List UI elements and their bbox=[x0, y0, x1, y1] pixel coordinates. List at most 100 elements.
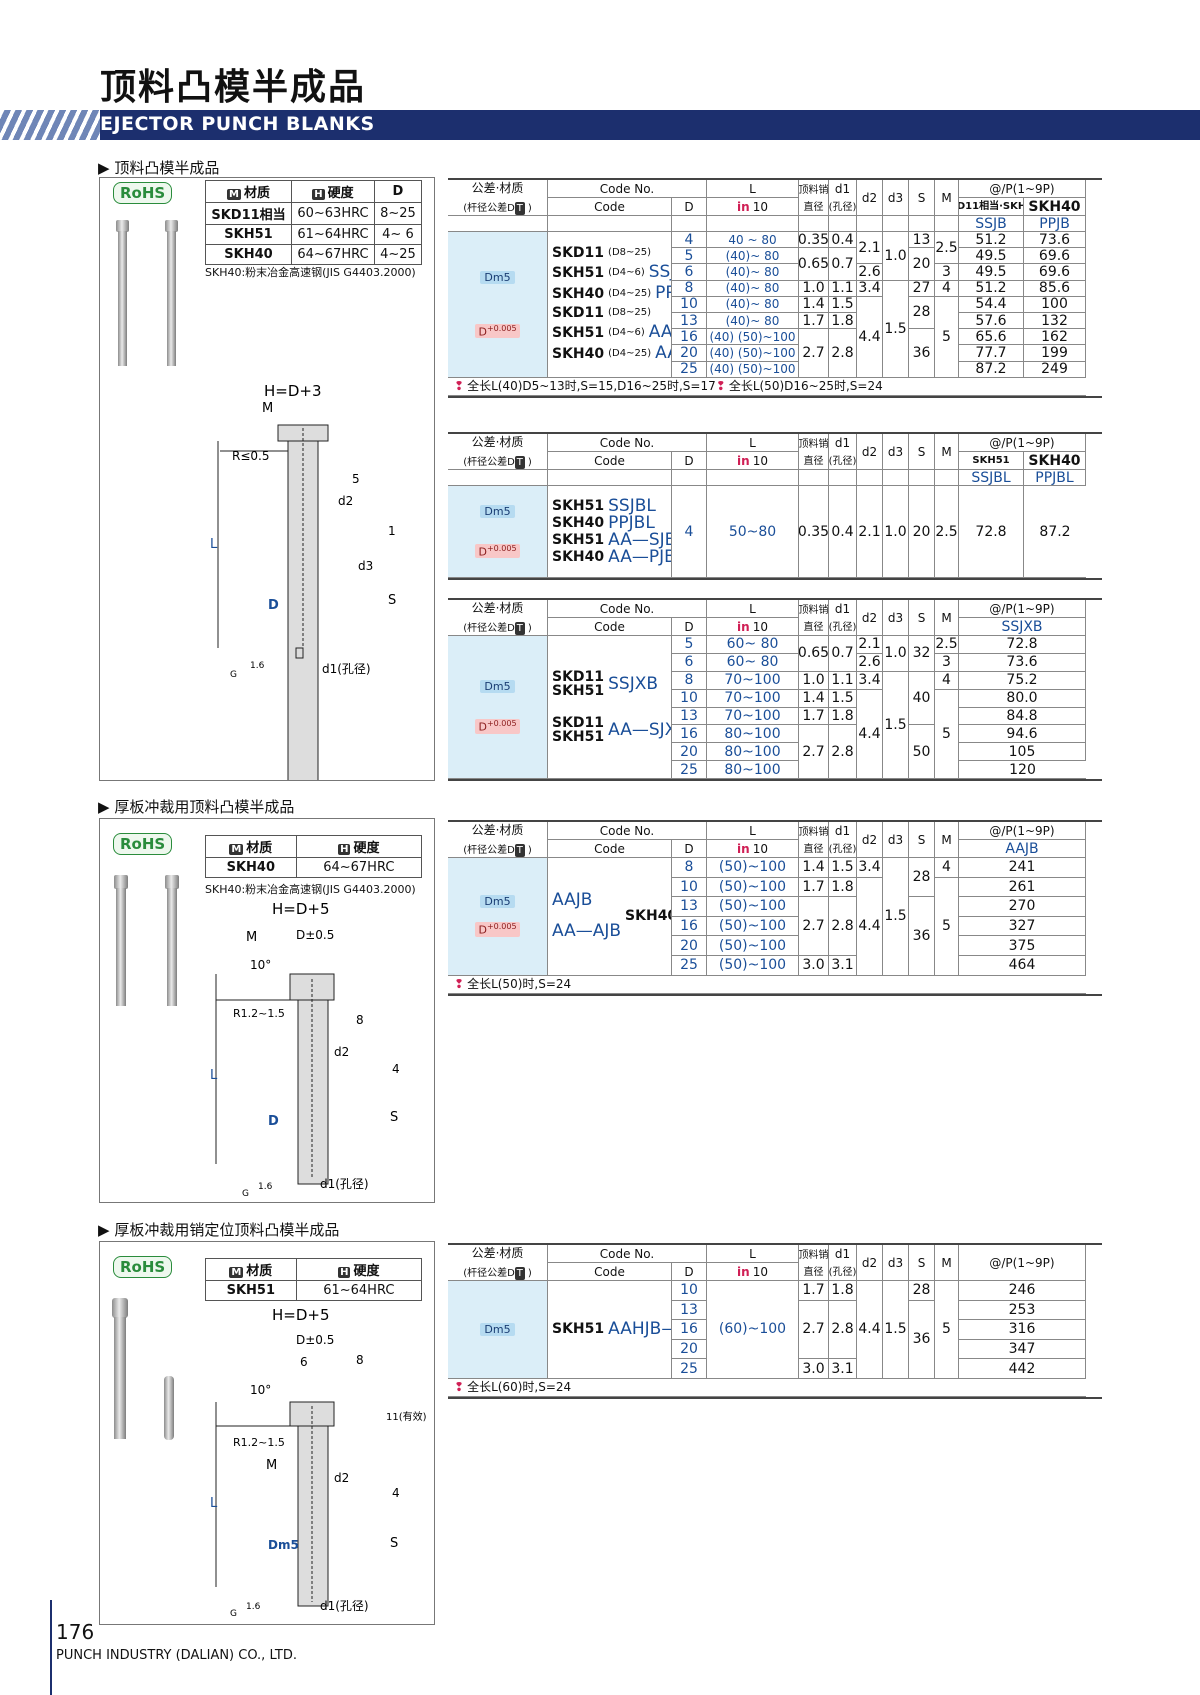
m-cell: 5 bbox=[935, 1281, 959, 1379]
price-cell: 49.5 bbox=[959, 248, 1024, 265]
dim-g: G bbox=[230, 670, 237, 680]
note-text: 全长L(40)D5~13时,S=15,D16~25时,S=17 bbox=[467, 379, 716, 394]
header-l-step: 10 bbox=[752, 1264, 768, 1279]
header-d2: d2 bbox=[857, 434, 883, 470]
l-cell: 60~ 80 bbox=[707, 653, 799, 672]
header-code: Code bbox=[548, 1263, 672, 1281]
ej-cell: 1.4 bbox=[799, 689, 829, 708]
price-cell: 246 bbox=[959, 1281, 1086, 1301]
dim-8: 8 bbox=[356, 1353, 364, 1367]
code-cell: SKH51SSJBLSKH40PPJBLSKH51AA—SJBLSKH40AA—… bbox=[548, 486, 672, 578]
header-d3: d3 bbox=[883, 1245, 909, 1281]
header-spacer bbox=[799, 216, 829, 232]
header-spacer bbox=[548, 216, 672, 232]
paren: ) bbox=[527, 844, 532, 856]
l-cell: (50)~100 bbox=[707, 955, 799, 976]
tol-d: D bbox=[478, 924, 487, 938]
header-m: M bbox=[935, 434, 959, 470]
header-spacer bbox=[857, 470, 883, 486]
header-d2: d2 bbox=[857, 600, 883, 636]
d1-cell: 1.1 bbox=[829, 280, 857, 297]
price-cell: 72.8 bbox=[959, 636, 1086, 654]
dim-dm5: Dm5 bbox=[268, 1538, 299, 1552]
header-s: S bbox=[909, 434, 935, 470]
ej-cell: 0.35 bbox=[799, 486, 829, 578]
ej-cell: 0.35 bbox=[799, 232, 829, 249]
ej-cell: 3.0 bbox=[799, 1359, 829, 1379]
price-cell: 105 bbox=[959, 743, 1086, 762]
rohs-badge: RoHS bbox=[113, 182, 173, 204]
l-cell: (50)~100 bbox=[707, 877, 799, 898]
header-ejector: 顶料销 bbox=[799, 1249, 829, 1261]
inch-icon: in bbox=[737, 619, 750, 634]
d-cell: 10 bbox=[672, 877, 707, 898]
product-code: AA—AJB bbox=[552, 921, 622, 942]
d3-cell: 1.5 bbox=[883, 1281, 909, 1379]
d1-cell: 1.8 bbox=[829, 877, 857, 898]
header-code-no: Code No. bbox=[548, 1245, 707, 1263]
header-ejector: 顶料销直径 bbox=[799, 1245, 829, 1281]
warning-icon: ❢ bbox=[454, 1380, 465, 1395]
d2-cell: 2.1 bbox=[857, 232, 883, 265]
price-cell: 57.6 bbox=[959, 312, 1024, 330]
d1-cell: 0.4 bbox=[829, 232, 857, 249]
header-tolerance: 公差·材质 bbox=[471, 435, 524, 450]
section3-title: 厚板冲裁用销定位顶料凸模半成品 bbox=[114, 1221, 340, 1239]
header-ejector: 顶料销 bbox=[799, 826, 829, 838]
header-ejector: 顶料销直径 bbox=[799, 180, 829, 216]
dim-r: R1.2~1.5 bbox=[233, 1007, 285, 1020]
l-cell: (40)~ 80 bbox=[707, 312, 799, 330]
d2-cell: 4.4 bbox=[857, 296, 883, 378]
mat-cell: 8~25 bbox=[373, 202, 423, 225]
price-cell: 73.6 bbox=[959, 653, 1086, 672]
header-spacer bbox=[883, 470, 909, 486]
dim-l: L bbox=[210, 1068, 218, 1083]
header-ejector: 顶料销直径 bbox=[799, 434, 829, 470]
d1-cell: 2.8 bbox=[829, 897, 857, 956]
d1-cell: 1.8 bbox=[829, 312, 857, 330]
material-code: SKH40 bbox=[552, 515, 605, 531]
t-mark: T bbox=[514, 1266, 525, 1280]
d-cell: 20 bbox=[672, 743, 707, 762]
banner-title: EJECTOR PUNCH BLANKS bbox=[100, 113, 375, 135]
d-cell: 10 bbox=[672, 689, 707, 708]
inch-icon: in bbox=[737, 453, 750, 468]
header-ejector-2: 直径 bbox=[803, 201, 824, 213]
s-cell: 36 bbox=[909, 897, 935, 976]
dim-roughness: 1.6 bbox=[258, 1182, 273, 1192]
m-cell: 4 bbox=[935, 858, 959, 878]
dim-4: 4 bbox=[392, 1062, 400, 1076]
inch-icon: in bbox=[737, 1264, 750, 1279]
material-note: SKH40:粉末冶金高速钢(JIS G4403.2000) bbox=[205, 266, 416, 279]
price-code1: SSJB bbox=[959, 216, 1024, 232]
header-tolerance: 公差·材质 bbox=[471, 601, 524, 616]
t-mark: T bbox=[514, 843, 525, 857]
header-l-step: 10 bbox=[752, 619, 768, 634]
dm5-badge: Dm5 bbox=[480, 1322, 515, 1336]
product-photo bbox=[116, 220, 178, 366]
dim-d3: d3 bbox=[358, 559, 373, 573]
header-d2: d2 bbox=[857, 822, 883, 858]
header-price: @/P(1~9P) bbox=[959, 1245, 1086, 1281]
d-cell: 13 bbox=[672, 1300, 707, 1321]
d2-cell: 3.4 bbox=[857, 858, 883, 878]
dim-g: G bbox=[230, 1609, 237, 1619]
s-cell: 36 bbox=[909, 1300, 935, 1379]
mat-cell: 64~67HRC bbox=[291, 244, 375, 265]
header-spacer bbox=[909, 470, 935, 486]
d2-cell: 2.1 bbox=[857, 486, 883, 578]
l-cell: (50)~100 bbox=[707, 936, 799, 956]
header-d1-hole: (孔径) bbox=[829, 455, 857, 467]
header-d1: d1 bbox=[834, 601, 851, 616]
dim-dt: D bbox=[268, 1114, 279, 1129]
l-cell: 70~100 bbox=[707, 707, 799, 726]
header-price-mat1: SKH51 bbox=[959, 452, 1024, 470]
ej-cell: 1.4 bbox=[799, 858, 829, 878]
